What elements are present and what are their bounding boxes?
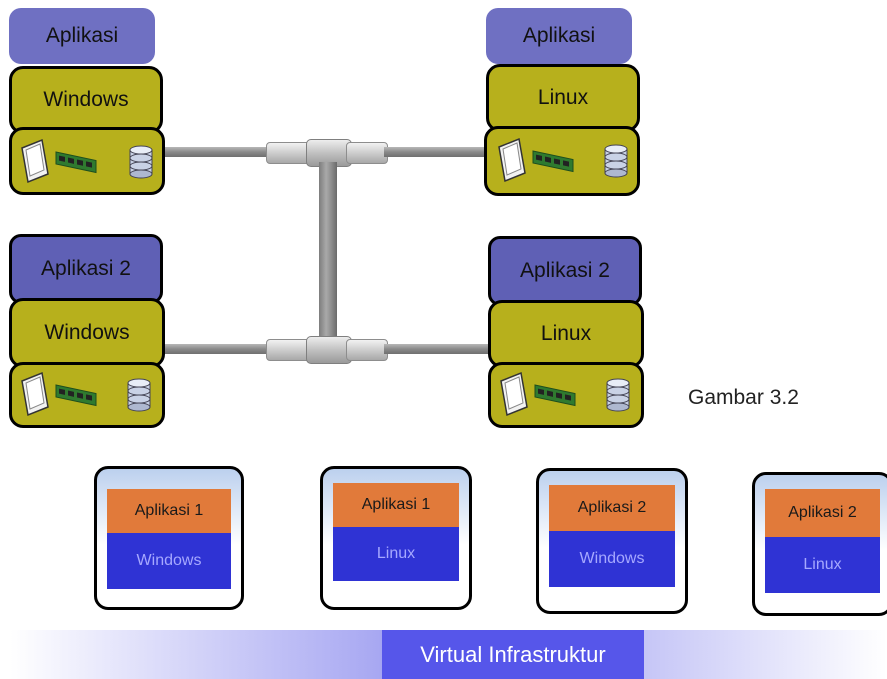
virtual-machine-1: Aplikasi 1 Windows — [94, 466, 244, 610]
hardware-icons — [500, 371, 630, 417]
os-label: Linux — [540, 322, 592, 345]
vm-application: Aplikasi 1 — [107, 489, 231, 533]
vm-application: Aplikasi 2 — [765, 489, 880, 537]
os-layer: Linux — [488, 300, 644, 368]
pipe-vertical — [319, 162, 337, 342]
application-label: Aplikasi — [522, 24, 596, 47]
hardware-icons — [498, 137, 628, 183]
memory-icon — [534, 384, 576, 407]
figure-caption: Gambar 3.2 — [688, 386, 799, 409]
virtual-machine-3: Aplikasi 2 Windows — [536, 468, 688, 614]
application-label: Aplikasi 2 — [520, 259, 610, 282]
monitor-icon — [498, 137, 526, 183]
memory-icon — [55, 151, 97, 174]
hardware-layer — [9, 362, 165, 428]
application-layer: Aplikasi — [9, 8, 155, 64]
os-layer: Windows — [9, 298, 165, 368]
hardware-layer — [9, 127, 165, 195]
pipe-coupler — [346, 339, 388, 361]
vm-os: Windows — [549, 531, 675, 587]
vm-os: Linux — [765, 537, 880, 593]
pipe-top-right — [384, 147, 486, 157]
application-label: Aplikasi 2 — [41, 257, 131, 280]
pipe-bottom-right — [384, 344, 488, 354]
os-label: Windows — [44, 321, 130, 344]
disk-icon — [129, 145, 153, 179]
disk-icon — [127, 378, 151, 412]
os-layer: Windows — [9, 66, 163, 134]
application-layer: Aplikasi 2 — [9, 234, 163, 304]
pipe-bottom-left — [160, 344, 270, 354]
vm-os: Linux — [333, 527, 459, 581]
monitor-icon — [21, 371, 49, 417]
monitor-icon — [500, 371, 528, 417]
pipe-coupler — [346, 142, 388, 164]
os-label: Linux — [537, 86, 589, 109]
hardware-layer — [488, 362, 644, 428]
pipe-top-left — [160, 147, 270, 157]
vm-application: Aplikasi 1 — [333, 483, 459, 527]
hardware-layer — [484, 126, 640, 196]
disk-icon — [604, 144, 628, 178]
pipe-tee-bottom — [306, 336, 352, 364]
memory-icon — [532, 150, 574, 173]
application-layer: Aplikasi 2 — [488, 236, 642, 306]
virtual-machine-2: Aplikasi 1 Linux — [320, 466, 472, 610]
application-layer: Aplikasi — [486, 8, 632, 64]
application-label: Aplikasi — [45, 24, 119, 47]
hardware-icons — [21, 138, 153, 184]
hardware-icons — [21, 371, 151, 417]
memory-icon — [55, 384, 97, 407]
vm-os: Windows — [107, 533, 231, 589]
os-label: Windows — [43, 88, 129, 111]
monitor-icon — [21, 138, 49, 184]
virtual-machine-4: Aplikasi 2 Linux — [752, 472, 887, 616]
disk-icon — [606, 378, 630, 412]
vm-application: Aplikasi 2 — [549, 485, 675, 531]
os-layer: Linux — [486, 64, 640, 132]
virtual-infrastructure-label: Virtual Infrastruktur — [382, 630, 644, 679]
